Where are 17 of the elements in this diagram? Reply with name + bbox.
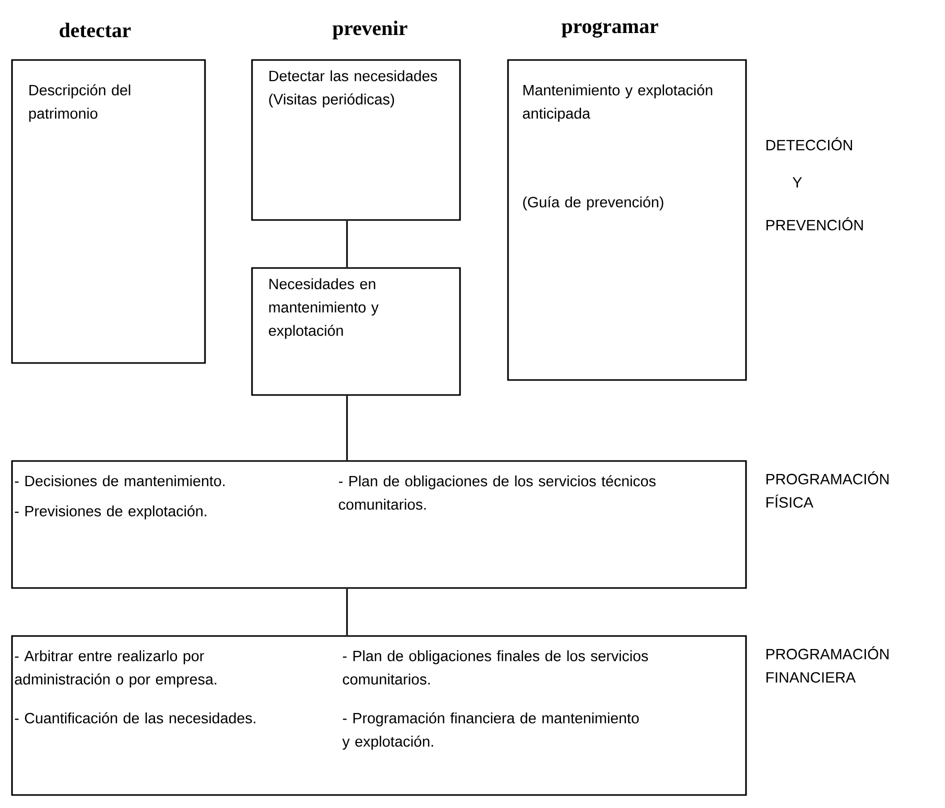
process-box: Descripción del patrimonio [11, 59, 206, 364]
connector-line [346, 396, 348, 460]
process-box: - Decisiones de mantenimiento. - Previsiones de explotación. - Plan de obligaciones de los servicios técnicos comunitarios. [11, 460, 747, 589]
process-box: Mantenimiento y explotación anticipada (Guía de prevención) [507, 59, 747, 381]
row-label: DETECCIÓN [766, 137, 852, 150]
process-box: Detectar las necesidades (Visitas periódicas) [251, 59, 461, 221]
connector-line [346, 220, 348, 268]
row-label: PROGRAMACIÓN FÍSICA [766, 471, 888, 508]
row-label: Y [792, 177, 802, 188]
row-label: PROGRAMACIÓN FINANCIERA [766, 646, 888, 683]
process-box: Necesidades en mantenimiento y explotación [251, 267, 461, 396]
process-box: - Arbitrar entre realizarlo por administración o por empresa. - Cuantificación de las necesidades. - Plan de obligaciones finales de los servicios comunitarios. - Programación financiera de mantenimiento y explotación. [11, 635, 747, 796]
row-label: PREVENCIÓN [766, 217, 863, 230]
column-heading: prevenir [332, 20, 408, 40]
column-heading: programar [562, 22, 658, 38]
column-heading: detectar [60, 22, 131, 38]
connector-line [346, 588, 348, 636]
